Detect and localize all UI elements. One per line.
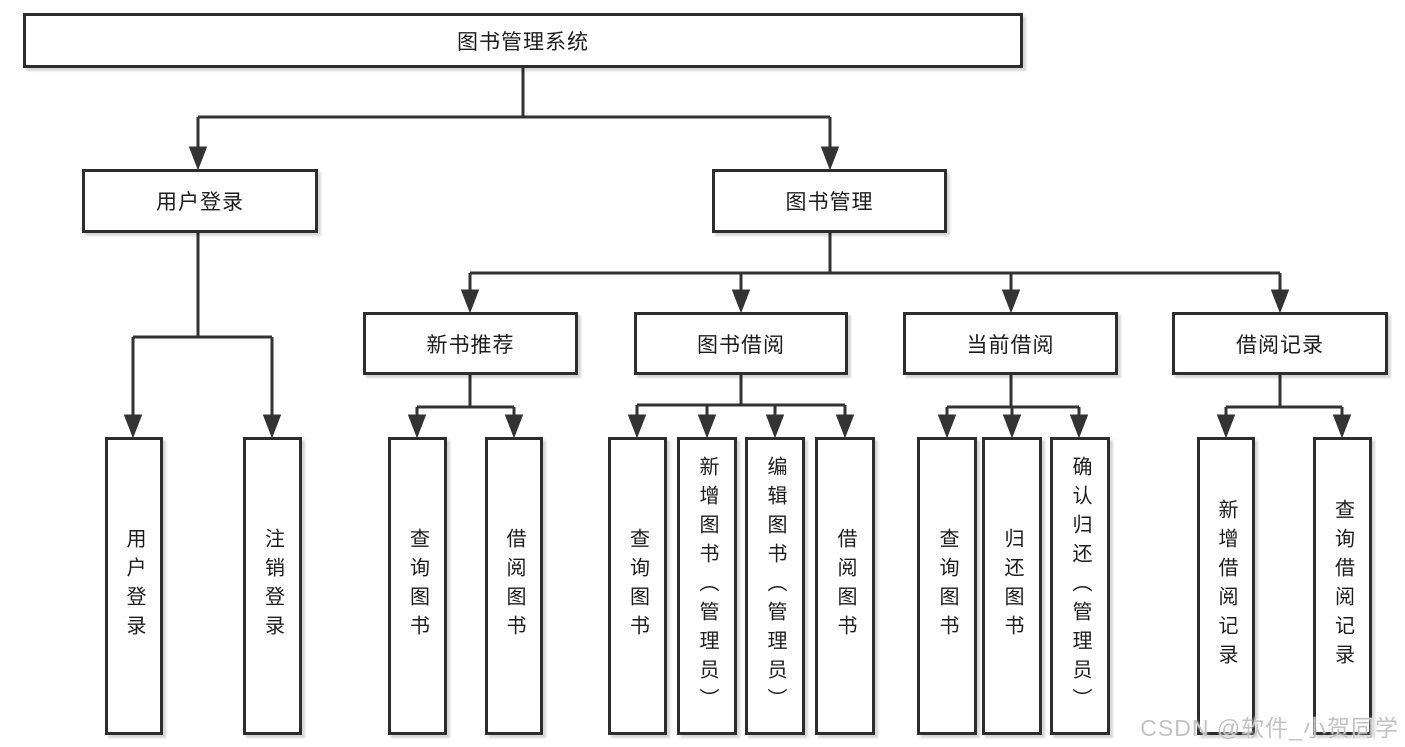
node-borrow-records: 借阅记录 <box>1172 312 1388 375</box>
leaf-add-borrow-record: 新增借阅记录 <box>1197 437 1255 735</box>
leaf-borrow-books-recommend: 借阅图书 <box>485 437 543 735</box>
leaf-query-borrow-record: 查询借阅记录 <box>1313 437 1372 735</box>
node-root-system: 图书管理系统 <box>23 13 1023 68</box>
csdn-watermark: CSDN @软件_小贺同学 <box>1140 715 1399 741</box>
node-book-management: 图书管理 <box>712 169 947 233</box>
node-new-book-recommend: 新书推荐 <box>363 312 578 375</box>
node-book-borrow: 图书借阅 <box>634 312 848 375</box>
node-user-login: 用户登录 <box>82 169 318 233</box>
leaf-edit-book-admin: 编辑图书（管理员） <box>745 437 805 735</box>
node-current-borrow: 当前借阅 <box>903 312 1118 375</box>
leaf-query-books-borrow: 查询图书 <box>608 437 667 735</box>
leaf-borrow-books: 借阅图书 <box>815 437 875 735</box>
leaf-user-login: 用户登录 <box>105 437 163 735</box>
leaf-logout: 注销登录 <box>243 437 302 735</box>
leaf-query-books-current: 查询图书 <box>917 437 977 735</box>
leaf-add-book-admin: 新增图书（管理员） <box>677 437 737 735</box>
connector-paths <box>131 68 1344 417</box>
leaf-confirm-return-admin: 确认归还（管理员） <box>1050 437 1110 735</box>
leaf-query-books-recommend: 查询图书 <box>388 437 447 735</box>
leaf-return-book: 归还图书 <box>982 437 1042 735</box>
arrowheads <box>123 146 1352 439</box>
